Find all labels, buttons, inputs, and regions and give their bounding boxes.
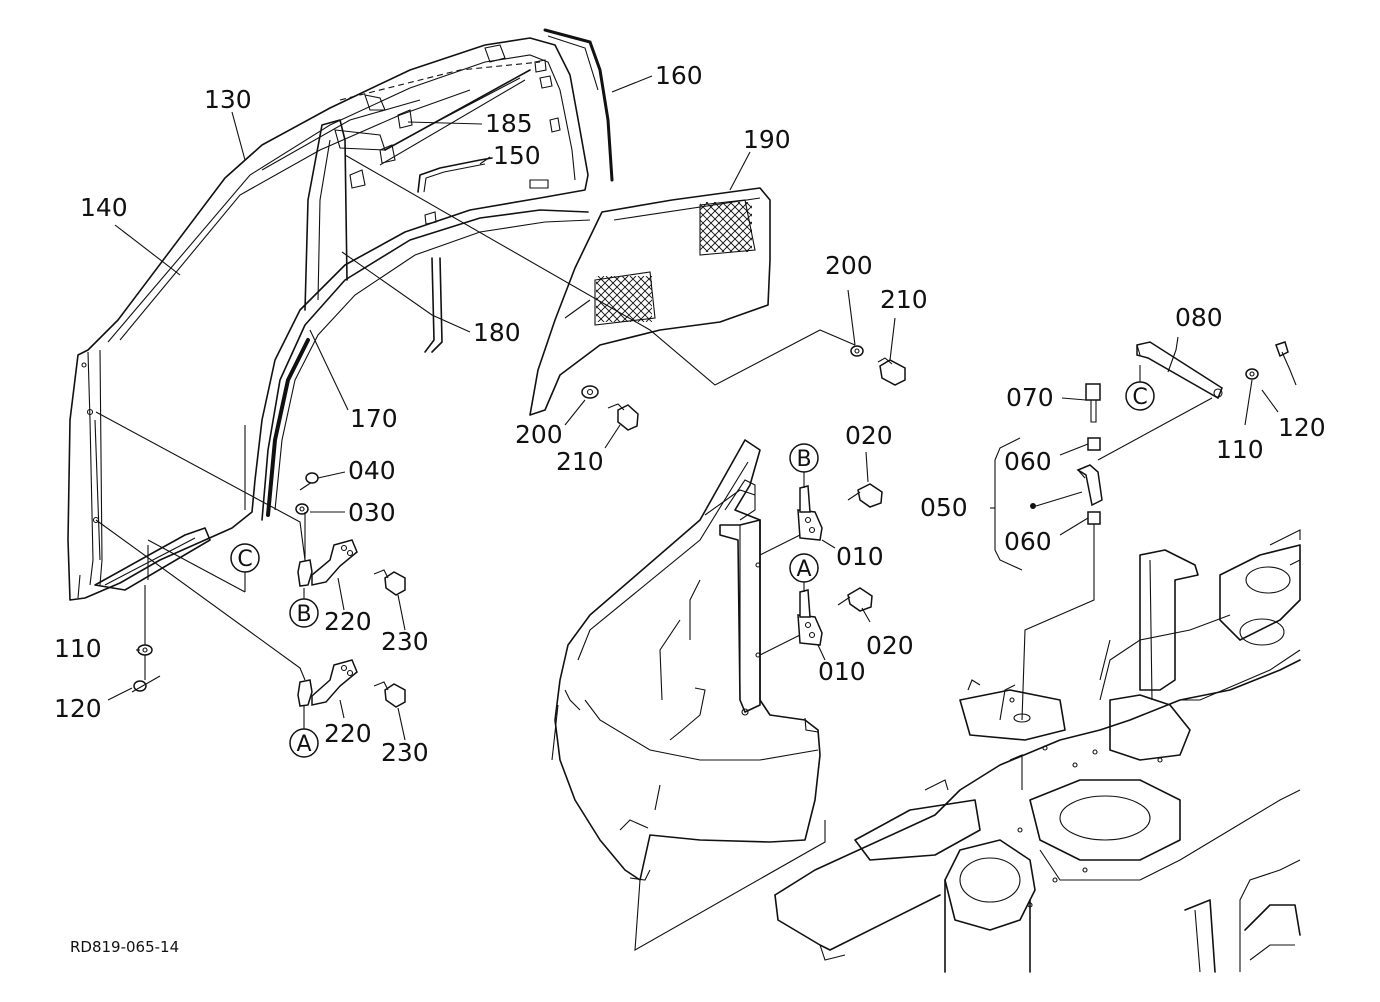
hinge-050 — [1076, 464, 1103, 507]
washer-200-upper — [850, 345, 864, 357]
callout-030: 030 — [348, 498, 396, 527]
seal-strip — [543, 28, 614, 182]
rod-185 — [384, 69, 531, 151]
callout-220-a: 220 — [324, 719, 372, 748]
callout-020-lower: 020 — [866, 631, 914, 660]
glass-mesh-upper — [699, 199, 756, 256]
callout-180: 180 — [473, 318, 521, 347]
callout-110-left: 110 — [54, 634, 102, 663]
callout-060-lower: 060 — [1004, 527, 1052, 556]
rod-080 — [1136, 341, 1223, 400]
front-cover — [551, 439, 821, 881]
callout-leaders — [107, 75, 1279, 741]
washer-110-left — [137, 644, 153, 656]
callout-170: 170 — [350, 404, 398, 433]
callout-010-upper: 010 — [836, 542, 884, 571]
callout-120-right: 120 — [1278, 413, 1326, 442]
bolt-210-upper — [877, 357, 906, 386]
callout-040: 040 — [348, 456, 396, 485]
bolt-210-lower — [607, 403, 639, 431]
marker-letter-c-left: C — [237, 547, 252, 572]
callout-150: 150 — [493, 141, 541, 170]
callout-200-upper: 200 — [825, 251, 873, 280]
side-glass — [529, 187, 771, 416]
hinge-220-b — [297, 539, 358, 587]
callout-labels: 130 160 185 150 190 140 200 210 180 080 … — [54, 61, 1326, 767]
hinge-220-a — [297, 659, 358, 707]
callout-110-right: 110 — [1216, 435, 1264, 464]
bracket-010-lower — [797, 589, 823, 646]
reference-code: RD819-065-14 — [70, 938, 179, 956]
callout-185: 185 — [485, 109, 533, 138]
marker-letter-a-left: A — [296, 732, 311, 757]
callout-010-lower: 010 — [818, 657, 866, 686]
marker-letter-c-right: C — [1132, 385, 1147, 410]
bushing-060-upper — [1087, 437, 1101, 451]
marker-letter-b-left: B — [296, 602, 311, 627]
marker-letter-b-right: B — [796, 447, 811, 472]
bolt-070 — [1085, 383, 1101, 423]
washer-030 — [295, 503, 309, 515]
callout-200-lower: 200 — [515, 420, 563, 449]
pin-040 — [299, 472, 319, 491]
hood-panel — [67, 37, 591, 601]
pin-120-left — [131, 675, 161, 693]
callout-140: 140 — [80, 193, 128, 222]
bracket-010-upper — [797, 485, 823, 541]
callout-130: 130 — [204, 85, 252, 114]
callout-080: 080 — [1175, 303, 1223, 332]
callout-050: 050 — [920, 493, 968, 522]
bolt-020-upper — [847, 483, 883, 508]
callout-070: 070 — [1006, 383, 1054, 412]
machine-frame — [774, 529, 1301, 973]
callout-120-left: 120 — [54, 694, 102, 723]
bushing-060-lower — [1087, 511, 1101, 525]
callout-230-a: 230 — [381, 738, 429, 767]
marker-letters: C C B B A A — [237, 385, 1147, 757]
connection-markers — [230, 365, 1155, 758]
bracket-post — [669, 479, 819, 741]
callout-210-upper: 210 — [880, 285, 928, 314]
callout-220-b: 220 — [324, 607, 372, 636]
callout-230-b: 230 — [381, 627, 429, 656]
bolt-230-a — [373, 681, 406, 708]
callout-060-upper: 060 — [1004, 447, 1052, 476]
bolt-230-b — [373, 569, 406, 596]
callout-210-lower: 210 — [556, 447, 604, 476]
glass-mesh-lower — [594, 271, 656, 326]
marker-letter-a-right: A — [796, 557, 811, 582]
bar-180 — [424, 257, 435, 353]
callout-160: 160 — [655, 61, 703, 90]
pin-120-right — [1275, 341, 1297, 386]
callout-190: 190 — [743, 125, 791, 154]
cable-150 — [417, 157, 493, 193]
callout-020-upper: 020 — [845, 421, 893, 450]
washer-200-lower — [581, 385, 599, 399]
bolt-020-lower — [837, 587, 873, 612]
washer-110-right — [1245, 368, 1259, 380]
